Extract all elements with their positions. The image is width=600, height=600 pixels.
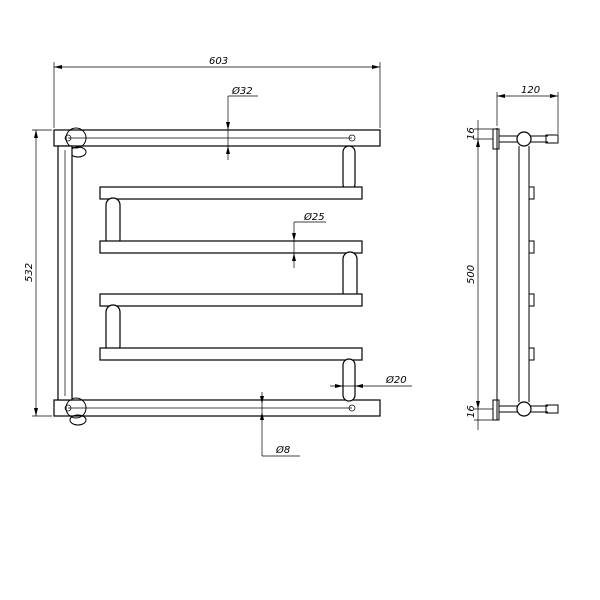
top-pipe-section	[516, 131, 532, 147]
bracket-top-label: 16	[466, 127, 477, 140]
dia-short-label: Ø20	[385, 374, 407, 386]
bar-section-2	[528, 240, 535, 254]
bar-4	[99, 347, 363, 361]
bar-section-3	[528, 293, 535, 307]
right-connector-2	[342, 251, 358, 301]
wall-mount-bottom	[65, 397, 87, 419]
right-connector-bottom	[342, 358, 356, 402]
bar-section-1	[528, 186, 535, 200]
height-dimension-label: 532	[24, 263, 35, 282]
right-connector-top	[342, 145, 356, 191]
bottom-pipe-section	[516, 401, 532, 417]
left-connector-2	[105, 304, 121, 354]
bracket-bottom-label: 16	[466, 405, 477, 418]
wall-mount-top	[65, 127, 87, 149]
depth-dimension-label: 120	[521, 85, 540, 96]
dia-rod-label: Ø8	[275, 444, 290, 456]
left-connector-1	[105, 197, 121, 247]
width-dimension-label: 603	[209, 56, 228, 67]
bar-section-4	[528, 347, 535, 361]
dia-bar-label: Ø25	[303, 211, 325, 223]
side-view: 120 500 16 16	[466, 85, 559, 430]
wall-flange-bottom	[492, 399, 500, 421]
wall-flange-top	[492, 128, 500, 150]
bar-2	[99, 240, 363, 254]
front-view: 603 532 Ø32 Ø25 Ø20 Ø8	[24, 56, 412, 457]
spacing-dimension-label: 500	[466, 265, 477, 284]
top-cap	[545, 134, 559, 144]
bar-3	[99, 293, 363, 307]
dia-main-label: Ø32	[231, 85, 253, 97]
bottom-cap	[545, 404, 559, 414]
bar-1	[99, 186, 363, 200]
